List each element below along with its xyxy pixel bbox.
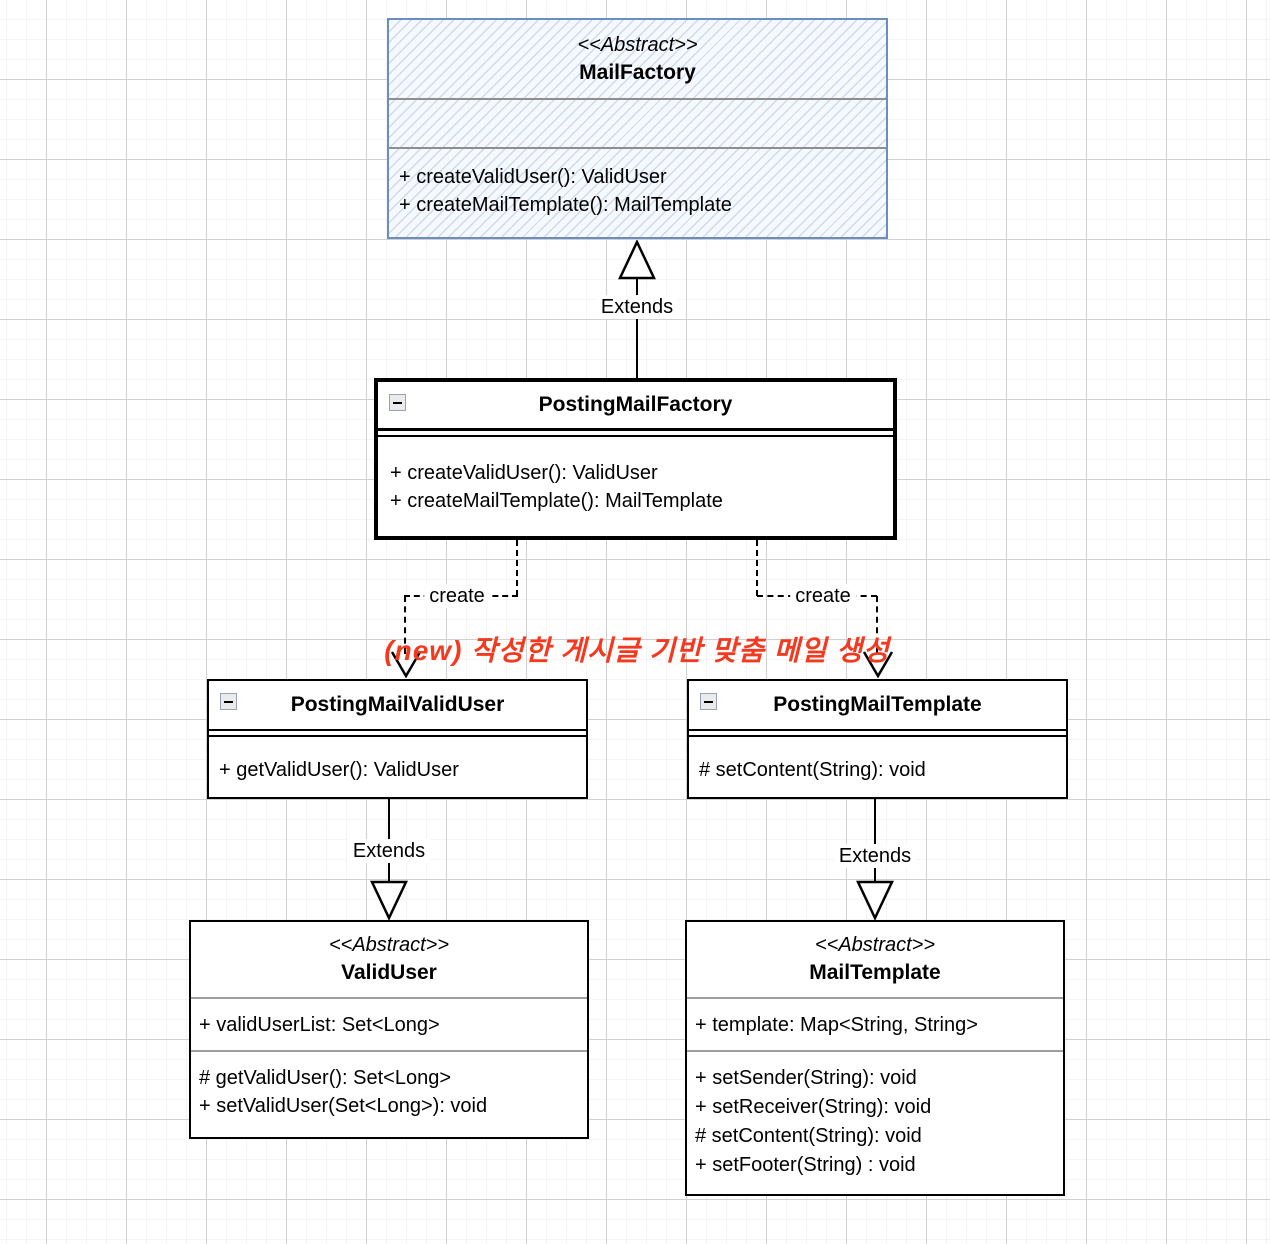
method-label: # setContent(String): void [695,1125,922,1147]
open-arrowhead-icon[interactable] [390,650,422,678]
class-stereotype: <<Abstract>> [577,33,698,56]
class-header: <<Abstract>> ValidUser [191,922,587,999]
class-header: PostingMailValidUser [209,681,586,731]
class-stereotype: <<Abstract>> [328,934,450,956]
method-label: + createMailTemplate(): MailTemplate [399,194,732,216]
attributes-compartment [209,731,586,737]
attributes-compartment [389,100,886,149]
class-name: MailFactory [579,60,696,84]
method-label: + createMailTemplate(): MailTemplate [390,490,723,512]
extends-label-right: Extends [833,844,917,868]
collapse-minus-icon[interactable] [220,693,237,710]
collapse-minus-icon[interactable] [700,693,717,710]
method-label: + setValidUser(Set<Long>): void [199,1095,488,1117]
extends-edge-right-line[interactable] [874,799,876,881]
inheritance-triangle-icon[interactable] [618,240,656,280]
attributes-compartment [689,731,1066,737]
attribute-label: + validUserList: Set<Long> [199,1013,440,1036]
method-label: # getValidUser(): Set<Long> [199,1067,452,1089]
extends-label-left: Extends [347,839,431,863]
class-name: ValidUser [341,961,437,984]
method-label: + setReceiver(String): void [695,1096,932,1118]
inheritance-triangle-icon[interactable] [856,880,894,920]
annotation-note: (new) 작성한 게시글 기반 맞춤 메일 생성 [384,635,890,666]
methods-compartment: # getValidUser(): Set<Long> + setValidUs… [191,1052,587,1120]
methods-compartment: + getValidUser(): ValidUser [209,737,586,784]
create-edge-left-segment-1[interactable] [516,540,518,596]
methods-compartment: # setContent(String): void [689,737,1066,784]
method-label: + createValidUser(): ValidUser [390,462,658,484]
methods-compartment: + setSender(String): void + setReceiver(… [687,1052,1063,1180]
class-box-mailfactory[interactable]: <<Abstract>> MailFactory + createValidUs… [387,18,888,239]
class-header: <<Abstract>> MailTemplate [687,922,1063,999]
attributes-compartment [378,431,893,437]
extends-label-top: Extends [595,295,679,319]
class-name: PostingMailValidUser [290,693,505,716]
minus-glyph [393,401,402,404]
collapse-minus-icon[interactable] [389,394,406,411]
attribute-label: + template: Map<String, String> [695,1013,978,1036]
method-label: + getValidUser(): ValidUser [219,759,459,781]
class-box-postingmailtemplate[interactable]: PostingMailTemplate # setContent(String)… [687,679,1068,799]
extends-edge-top-line[interactable] [636,278,638,378]
class-name: PostingMailTemplate [773,693,982,716]
method-label: + setSender(String): void [695,1067,917,1089]
attributes-compartment: + validUserList: Set<Long> [191,999,587,1052]
methods-compartment: + createValidUser(): ValidUser + createM… [389,149,886,219]
class-box-postingmailfactory[interactable]: PostingMailFactory + createValidUser(): … [374,378,897,540]
inheritance-triangle-icon[interactable] [370,880,408,920]
class-header: <<Abstract>> MailFactory [389,20,886,100]
class-stereotype: <<Abstract>> [814,934,936,956]
method-label: + createValidUser(): ValidUser [399,166,667,188]
create-label-right: create [790,584,856,608]
create-label-left: create [424,584,490,608]
minus-glyph [224,700,233,703]
class-box-mailtemplate[interactable]: <<Abstract>> MailTemplate + template: Ma… [685,920,1065,1196]
create-edge-left-segment-3[interactable] [404,596,406,654]
minus-glyph [704,700,713,703]
method-label: # setContent(String): void [699,759,926,781]
class-name: PostingMailFactory [538,393,733,416]
methods-compartment: + createValidUser(): ValidUser + createM… [378,437,893,515]
attributes-compartment: + template: Map<String, String> [687,999,1063,1052]
class-header: PostingMailTemplate [689,681,1066,731]
method-label: + setFooter(String) : void [695,1154,916,1176]
class-box-postingmailvaliduser[interactable]: PostingMailValidUser + getValidUser(): V… [207,679,588,799]
class-box-validuser[interactable]: <<Abstract>> ValidUser + validUserList: … [189,920,589,1139]
create-edge-right-segment-1[interactable] [756,540,758,596]
class-header: PostingMailFactory [378,382,893,431]
class-name: MailTemplate [809,961,941,984]
create-edge-right-segment-3[interactable] [876,596,878,654]
open-arrowhead-icon[interactable] [862,650,894,678]
